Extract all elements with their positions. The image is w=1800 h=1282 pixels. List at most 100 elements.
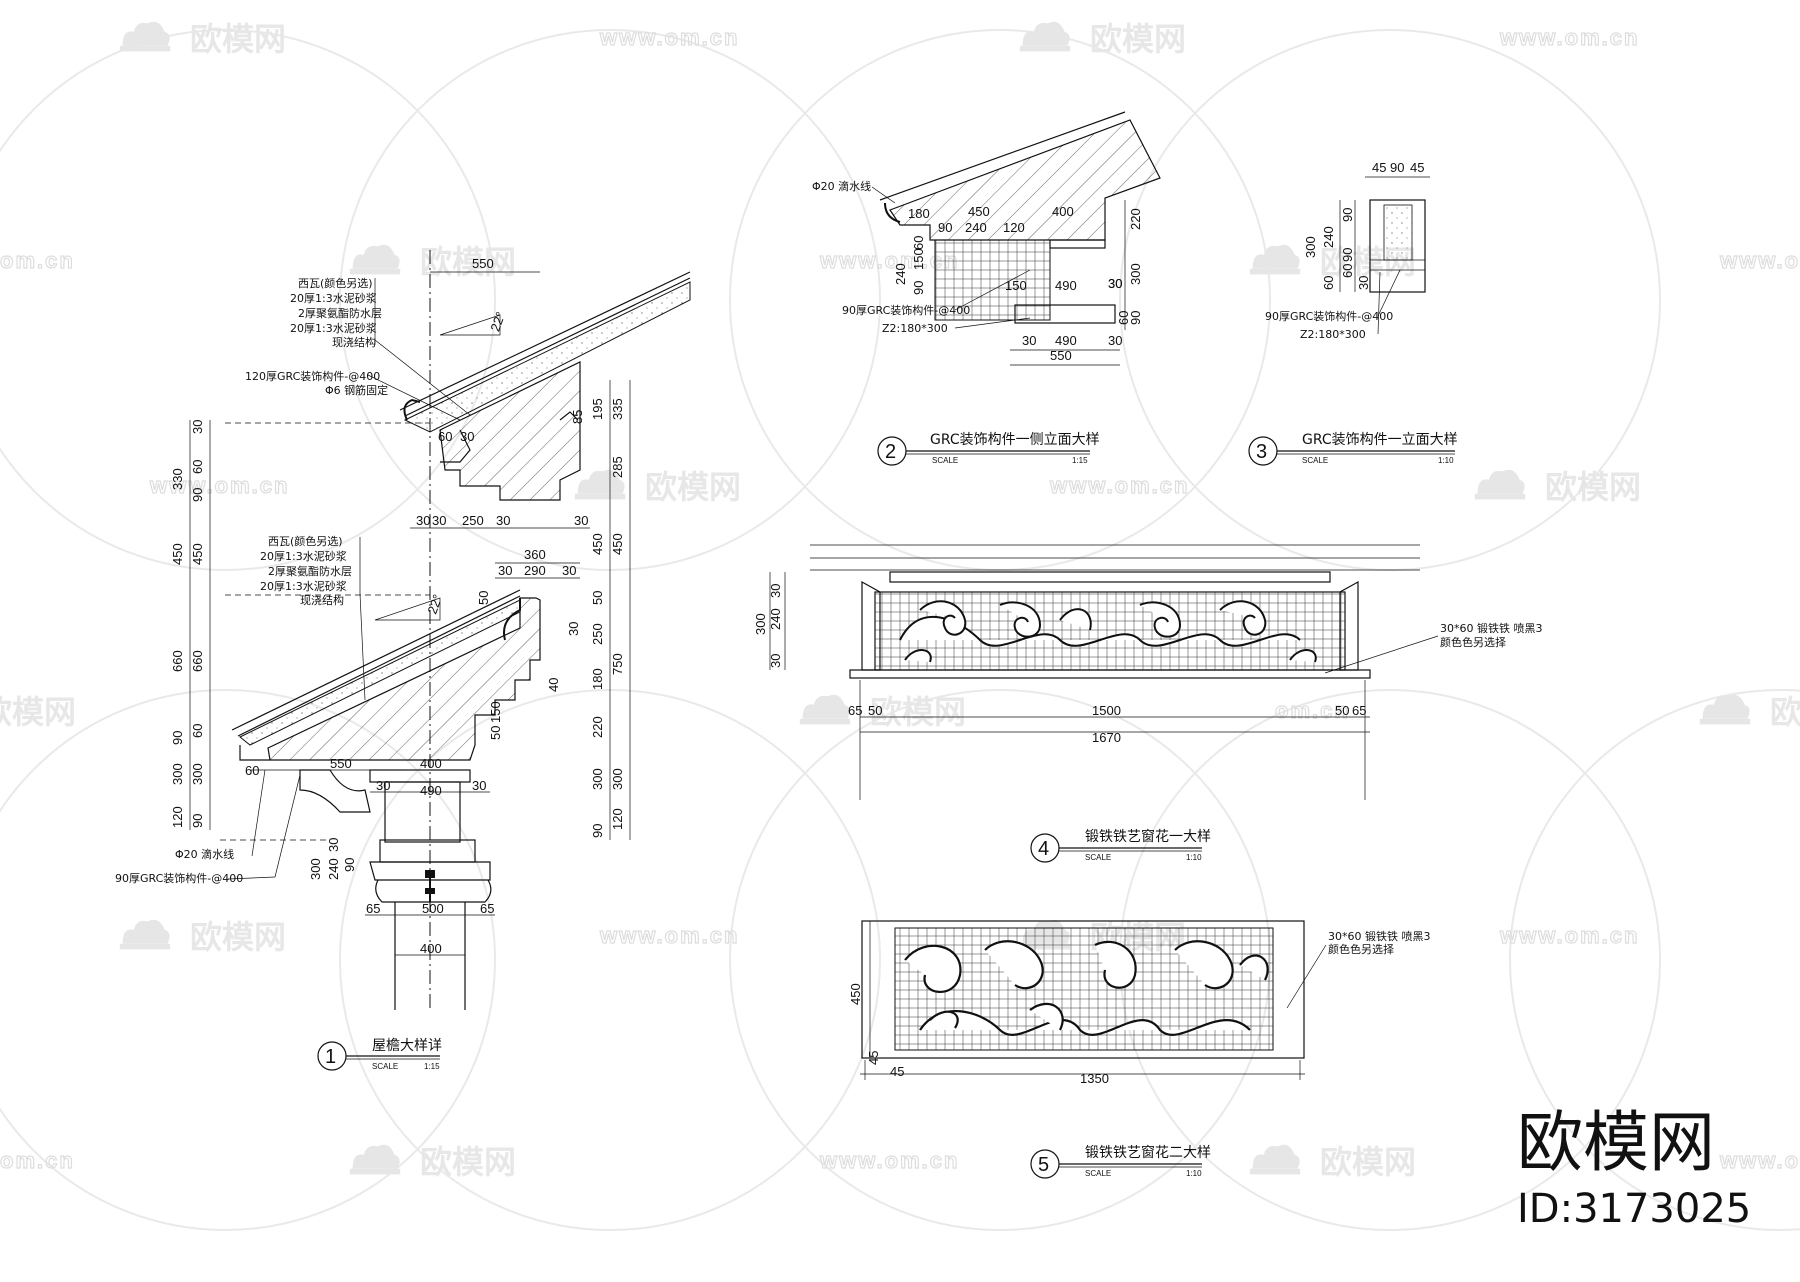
watermark-urls: www.om.cn www.om.cn om.cn www.om.cn www.… [0, 24, 1800, 1173]
dim-label: 550 [330, 756, 352, 771]
spec-note: 30*60 锻铁铁 喷黑3 [1328, 929, 1431, 943]
upper-step [559, 411, 579, 421]
dim-label: 400 [1052, 204, 1074, 219]
scale-label: SCALE [1085, 1169, 1111, 1178]
detail-5-ironwork-grille-2: 1350 450 45 45 30*60 锻铁铁 喷黑3 颜色色另选择 5 锻铁… [848, 920, 1431, 1179]
brand-name: 欧模网 [1517, 1104, 1715, 1181]
dim-label: 180 [590, 668, 605, 690]
watermark-url: www.om.cn [1719, 1148, 1800, 1173]
lower-concrete-section [267, 597, 541, 761]
dim-label: 150 [1005, 278, 1027, 293]
detail-5-title: 5 锻铁铁艺窗花二大样 SCALE 1:10 [1030, 1144, 1211, 1179]
z2-plate [1014, 304, 1116, 324]
detail-number: 4 [1038, 838, 1049, 860]
dim-label: 30 [376, 778, 390, 793]
dim-label: 490 [1055, 278, 1077, 293]
column-capital [369, 861, 491, 881]
dim-label: 150 [488, 701, 503, 723]
dim-label: 30 [498, 563, 512, 578]
scale-value: 1:10 [1186, 853, 1202, 862]
dim-label: 220 [590, 716, 605, 738]
detail-title: GRC装饰构件一侧立面大样 [930, 432, 1100, 448]
detail-3-grc-elevation: 45 90 45 300 240 60 90 90 60 30 90厚GRC装饰… [1248, 160, 1458, 466]
dim-label: 285 [610, 456, 625, 478]
dim-label: 50 [590, 591, 605, 605]
slope-marker [439, 314, 501, 336]
dim-label: 1500 [1092, 703, 1121, 718]
watermark-url: www.om.cn [819, 1148, 959, 1173]
scale-value: 1:15 [1072, 456, 1088, 465]
dim-label: 90 [1128, 311, 1143, 325]
dim-label: 60 [911, 236, 926, 250]
dim-label: 240 [965, 220, 987, 235]
dim-label: 150 [911, 248, 926, 270]
watermark-brand: 欧模网 [1320, 1143, 1416, 1181]
upper-molding-profile [440, 429, 471, 463]
top-rail [889, 571, 1331, 583]
dim-label: 400 [420, 756, 442, 771]
watermark-brand: 欧模网 [0, 693, 76, 731]
dim-label: 360 [524, 547, 546, 562]
dim-label: 60 [1116, 311, 1131, 325]
detail-title: GRC装饰构件一立面大样 [1302, 432, 1458, 448]
grc-note: 90厚GRC装饰构件-@400 [115, 871, 243, 885]
dim-label: 450 [190, 543, 205, 565]
lower-tile-line [231, 589, 521, 731]
dim-label: 300 [170, 763, 185, 785]
bracket-profile [299, 769, 371, 813]
dim-label: 30 [574, 513, 588, 528]
detail-number: 5 [1038, 1154, 1049, 1176]
leader-line [954, 317, 1031, 329]
dim-label: 500 [422, 901, 444, 916]
spec-note: 30*60 锻铁铁 喷黑3 [1440, 621, 1543, 635]
grc-infill [1383, 204, 1413, 261]
drip-note: Φ20 滴水线 [175, 847, 234, 861]
detail-4-title: 4 锻铁铁艺窗花一大样 SCALE 1:10 [1030, 828, 1211, 863]
dim-label: 50 [476, 591, 491, 605]
dim-label: 30 [1356, 276, 1371, 290]
dim-label: 90 [938, 220, 952, 235]
leader-line [274, 774, 301, 878]
dim-label: 60 [245, 763, 259, 778]
slope-label: 22° [424, 592, 445, 616]
lower-drip-edge [239, 745, 270, 761]
dim-label: 290 [524, 563, 546, 578]
leader-line [1286, 944, 1327, 1009]
dim-label: 300 [1128, 263, 1143, 285]
detail-title: 锻铁铁艺窗花二大样 [1085, 1144, 1211, 1161]
watermark-brand-texts: 欧模网 欧模网 欧模网 欧模网 欧模网 欧模网 欧模网 欧模网 欧模网 欧模网 … [0, 20, 1800, 1181]
dim-label: 550 [472, 256, 494, 271]
dim-label: 60 [190, 460, 205, 474]
leader-line [1377, 269, 1401, 317]
leader-line [1377, 271, 1381, 335]
dim-label: 240 [1321, 226, 1336, 248]
grc-block [1369, 199, 1426, 293]
dim-label: 30 [460, 429, 474, 444]
z-note: Z2:180*300 [882, 322, 948, 335]
dim-label: 450 [610, 533, 625, 555]
watermark-url: www.om.cn [599, 923, 739, 948]
scale-label: SCALE [372, 1062, 398, 1071]
right-dimension-chain: 195 335 285 450 450 50 750 250 180 220 3… [590, 380, 631, 840]
dim-label: 30 [1108, 333, 1122, 348]
anchor-plate [425, 888, 435, 894]
detail-number: 2 [885, 441, 896, 463]
dim-label: 60 [1321, 276, 1336, 290]
leader-line [1324, 635, 1439, 674]
detail-2-grc-side-elevation: 30 490 30 550 490 30 180 450 400 90 240 … [812, 111, 1161, 466]
dim-label: 240 [893, 263, 908, 285]
dim-label: 30 [472, 778, 486, 793]
dim-label: 550 [1050, 348, 1072, 363]
sill [849, 669, 1371, 679]
dim-label: 300 [1303, 236, 1318, 258]
watermark-url: www.om.cn [1049, 473, 1189, 498]
lower-tile-line [237, 595, 521, 737]
dim-label: 65 [848, 703, 862, 718]
dim-label: 195 [590, 398, 605, 420]
dim-label: 90 [590, 824, 605, 838]
dim-label: 65 [1352, 703, 1366, 718]
layer-note: 20厚1:3水泥砂浆 [290, 291, 377, 305]
layer-note: 20厚1:3水泥砂浆 [290, 321, 377, 335]
watermark-brand: 欧模网 [870, 693, 966, 731]
